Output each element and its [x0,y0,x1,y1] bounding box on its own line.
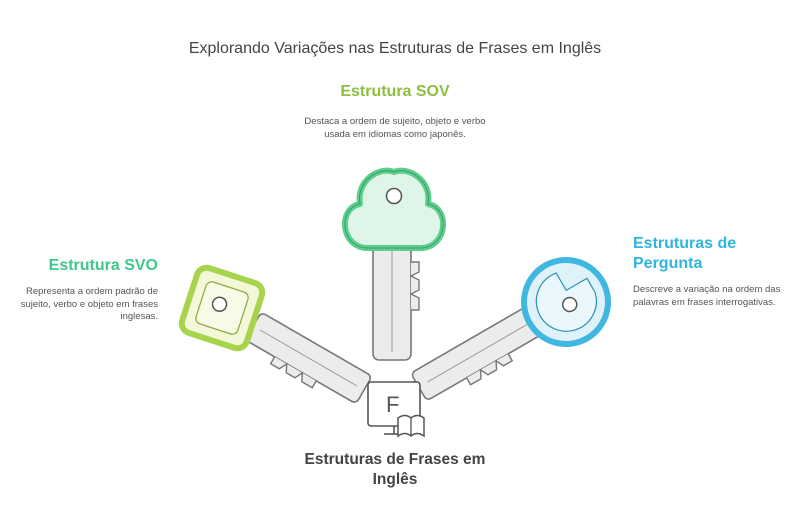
center-heading: Estruturas de Frases em Inglês [304,451,486,488]
pergunta-block: Estruturas de Pergunta Descreve a variaç… [633,234,783,309]
pergunta-description: Descreve a variação na ordem das palavra… [633,284,781,308]
sov-key [342,167,446,361]
page-title: Explorando Variações nas Estruturas de F… [188,40,602,57]
sov-description: Destaca a ordem de sujeito, objeto e ver… [304,116,486,140]
sov-heading: Estrutura SOV [340,83,450,100]
icon-letter: F [386,392,399,417]
sov-block: Estrutura SOV Destaca a ordem de sujeito… [300,82,490,141]
pergunta-heading: Estruturas de Pergunta [633,235,737,272]
pergunta-key [411,257,611,400]
svo-description: Representa a ordem padrão de sujeito, ve… [20,286,158,322]
center-block: Estruturas de Frases em Inglês [295,450,495,490]
svo-heading: Estrutura SVO [48,257,158,274]
svo-block: Estrutura SVO Representa a ordem padrão … [10,256,158,324]
book-monitor-icon: F [367,381,425,438]
svo-key [178,264,371,403]
